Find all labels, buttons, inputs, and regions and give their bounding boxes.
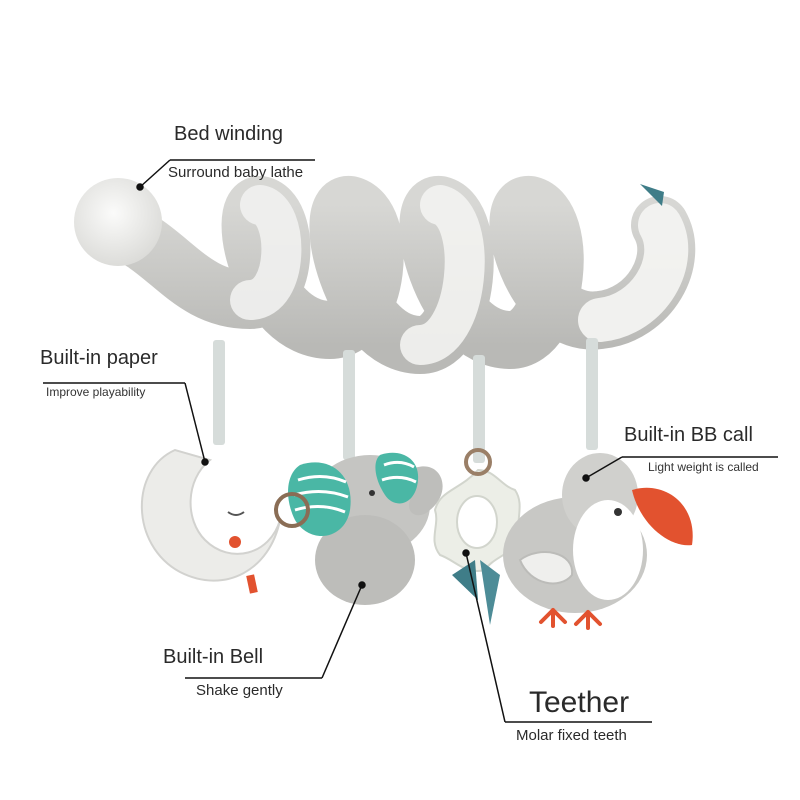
bell-subtitle: Shake gently	[196, 682, 283, 699]
bed-winding-subtitle: Surround baby lathe	[168, 164, 304, 181]
hanging-straps	[213, 338, 598, 463]
bb-call-title: Built-in BB call	[624, 424, 753, 446]
spiral-end-ball	[74, 178, 162, 266]
bell-title: Built-in Bell	[163, 646, 264, 668]
moon-plush	[140, 448, 281, 594]
paper-title: Built-in paper	[40, 347, 158, 369]
bed-winding-title: Bed winding	[174, 123, 283, 145]
pointer-lines	[43, 159, 778, 723]
paper-subtitle: Improve playability	[46, 385, 146, 399]
elephant-plush	[274, 452, 443, 605]
tag-ribbon	[640, 184, 664, 206]
teether	[433, 448, 522, 625]
teether-subtitle: Molar fixed teeth	[516, 727, 627, 744]
bb-call-subtitle: Light weight is called	[648, 460, 759, 474]
teether-title: Teether	[529, 686, 630, 719]
spiral-tube	[74, 176, 696, 374]
bird-plush	[503, 453, 693, 630]
